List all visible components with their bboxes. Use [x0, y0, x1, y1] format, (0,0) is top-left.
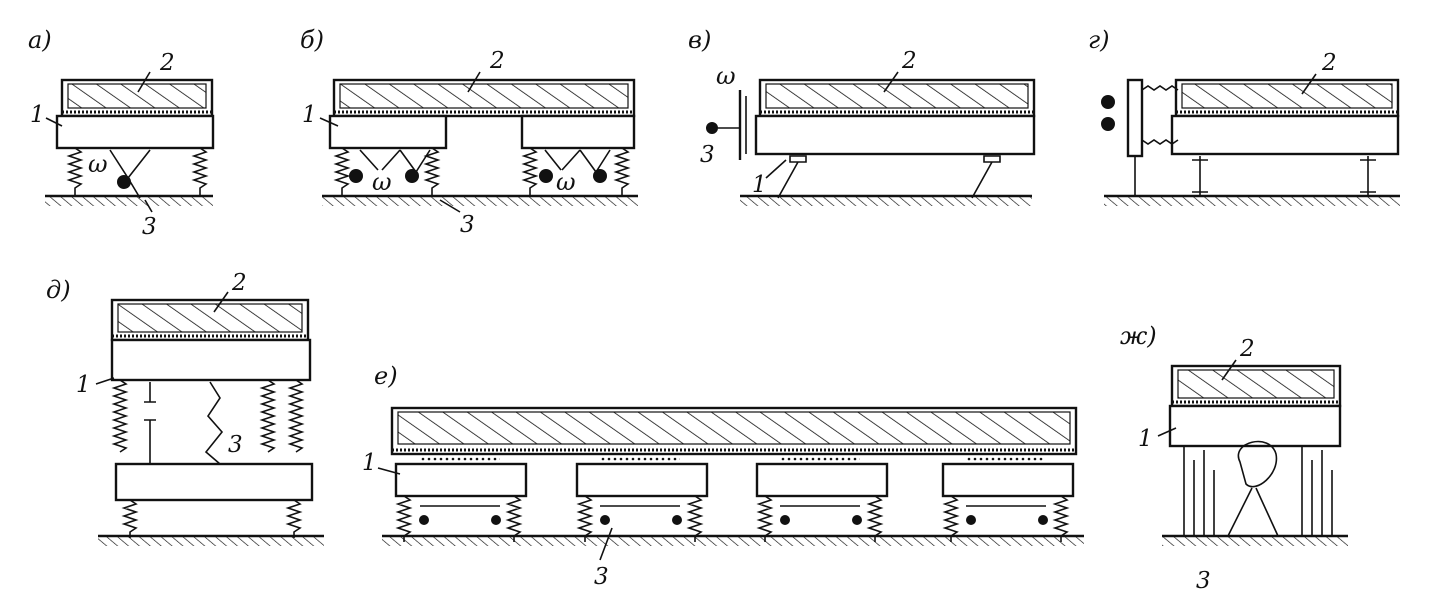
panel-e-label-3: 3 — [594, 564, 609, 590]
panel-d-base — [114, 462, 314, 502]
panel-d-label-2: 2 — [231, 270, 247, 296]
panel-zh-vibrator-body — [1237, 440, 1278, 488]
panel-e-table-1 — [394, 462, 528, 498]
panel-v-label-1: 1 — [752, 172, 767, 198]
panel-d-label-1: 1 — [76, 372, 91, 398]
panel-b-omega-2: ω — [556, 168, 576, 196]
panel-v: в) ω 2 1 3 — [688, 26, 1036, 206]
panel-d-label-3: 3 — [228, 432, 243, 458]
panel-v-omega: ω — [716, 62, 736, 90]
panel-b-table-right — [520, 114, 636, 150]
panel-e: е) 1 3 — [362, 362, 1084, 590]
panel-b: б) ω ω 2 1 3 — [300, 26, 638, 238]
panel-zh: ж) 2 1 3 — [1120, 322, 1348, 594]
panel-g-table — [1170, 114, 1400, 156]
panel-a-spring-left — [66, 147, 84, 196]
panel-e-label-1: 1 — [362, 450, 377, 476]
panel-v-table — [754, 114, 1036, 156]
panel-e-table-2 — [575, 462, 709, 498]
panel-b-concrete — [339, 83, 629, 109]
panel-b-label-2: 2 — [489, 48, 505, 74]
panel-zh-label-1: 1 — [1138, 426, 1153, 452]
panel-d-vibrator — [204, 381, 224, 465]
panel-g: г) 2 — [1088, 26, 1400, 206]
panel-a-label-1: 1 — [30, 102, 45, 128]
panel-b-label-1: 1 — [302, 102, 317, 128]
panel-b-omega-1: ω — [372, 168, 392, 196]
panel-g-side-springs — [1141, 85, 1179, 145]
panel-a-letter: а) — [28, 26, 52, 54]
panel-g-letter: г) — [1088, 26, 1110, 54]
panel-a-label-2: 2 — [159, 50, 175, 76]
panel-g-vibrator-block — [1126, 78, 1144, 158]
panel-a-label-3: 3 — [142, 214, 157, 240]
panel-v-label-2: 2 — [901, 48, 917, 74]
panel-e-table-3 — [755, 462, 889, 498]
panel-b-label-3: 3 — [460, 212, 475, 238]
panel-v-label-3: 3 — [700, 142, 715, 168]
panel-b-table-left — [328, 114, 448, 150]
panel-a-vibrator-links — [109, 149, 151, 199]
panel-d-letter: д) — [46, 276, 71, 304]
panel-a-table — [55, 114, 215, 150]
panel-a-spring-right — [191, 147, 209, 196]
panel-a-concrete — [67, 83, 207, 109]
panel-a-eccentric — [117, 175, 131, 189]
panel-g-label-2: 2 — [1321, 50, 1337, 76]
panel-zh-table — [1168, 404, 1342, 448]
panel-d-table — [110, 338, 312, 382]
panel-zh-label-3: 3 — [1196, 568, 1211, 594]
panel-zh-label-2: 2 — [1239, 336, 1255, 362]
panel-zh-letter: ж) — [1120, 322, 1157, 350]
panel-v-eccentric — [706, 122, 718, 134]
panel-b-letter: б) — [300, 26, 324, 54]
panel-d: д) 2 1 3 — [46, 270, 324, 546]
panel-a-omega: ω — [88, 150, 108, 178]
panel-e-table-4 — [941, 462, 1075, 498]
panel-a: а) ω 2 1 3 — [28, 26, 215, 240]
panel-e-letter: е) — [374, 362, 398, 390]
panel-v-letter: в) — [688, 26, 711, 54]
